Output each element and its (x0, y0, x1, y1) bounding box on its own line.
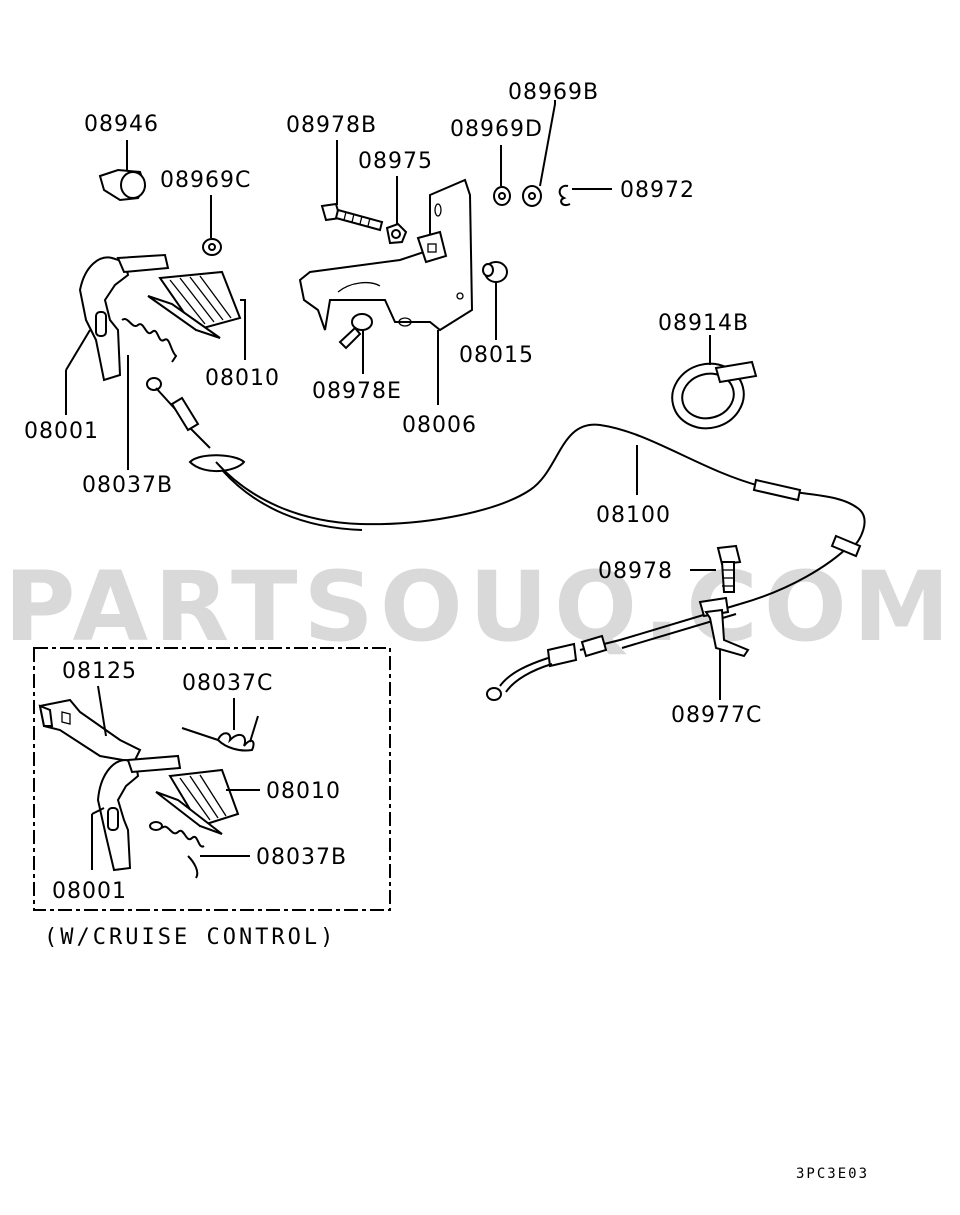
pedal-arm-icon[interactable] (96, 754, 182, 872)
label-08969B[interactable]: 08969B (508, 80, 599, 105)
label-08100[interactable]: 08100 (596, 503, 671, 528)
pedal-arm-icon[interactable] (65, 253, 170, 415)
label-08977C[interactable]: 08977C (671, 703, 762, 728)
label-08969D[interactable]: 08969D (450, 117, 543, 142)
clip-icon[interactable] (98, 140, 147, 202)
label-08975[interactable]: 08975 (358, 149, 433, 174)
label-08001[interactable]: 08001 (24, 419, 99, 444)
bolt-icon[interactable] (690, 544, 742, 593)
pedal-pad-icon[interactable] (155, 768, 260, 835)
label-08037B[interactable]: 08037B (82, 473, 173, 498)
label-08969C[interactable]: 08969C (160, 168, 251, 193)
label-inset-08010[interactable]: 08010 (266, 779, 341, 804)
watermark-text: PARTSOUQ.COM (4, 551, 956, 663)
diagram-id: 3PC3E03 (796, 1166, 869, 1182)
inset-caption: (W/CRUISE CONTROL) (44, 925, 336, 950)
label-08978B[interactable]: 08978B (286, 113, 377, 138)
label-inset-08125[interactable]: 08125 (62, 659, 137, 684)
bracket-icon[interactable] (298, 178, 474, 405)
nut-icon[interactable] (385, 176, 408, 245)
label-08914B[interactable]: 08914B (658, 311, 749, 336)
band-icon[interactable] (665, 335, 758, 436)
bolt-icon[interactable] (338, 313, 373, 374)
bracket-icon[interactable] (38, 685, 142, 764)
washer-icon[interactable] (493, 145, 511, 206)
label-inset-08037C[interactable]: 08037C (182, 671, 273, 696)
label-08015[interactable]: 08015 (459, 343, 534, 368)
spring-icon[interactable] (149, 821, 250, 879)
label-inset-08037B[interactable]: 08037B (256, 845, 347, 870)
cable-clamp-icon[interactable] (486, 596, 750, 701)
label-08978[interactable]: 08978 (598, 559, 673, 584)
cable-icon[interactable] (146, 377, 866, 605)
bushing-icon[interactable] (482, 261, 508, 340)
pedal-pad-icon[interactable] (147, 270, 246, 360)
label-08946[interactable]: 08946 (84, 112, 159, 137)
label-08006[interactable]: 08006 (402, 413, 477, 438)
inset-cruise-control: 08125 08037C 08001 08010 (33, 647, 391, 911)
label-08978E[interactable]: 08978E (312, 379, 402, 404)
spring-icon[interactable] (181, 698, 259, 752)
bolt-icon[interactable] (320, 140, 384, 232)
label-08972[interactable]: 08972 (620, 178, 695, 203)
spring-icon[interactable] (121, 318, 178, 470)
label-08010[interactable]: 08010 (205, 366, 280, 391)
clip-icon[interactable] (558, 184, 612, 207)
washer-icon[interactable] (522, 100, 556, 207)
label-inset-08001[interactable]: 08001 (52, 879, 127, 904)
washer-icon[interactable] (202, 195, 222, 256)
